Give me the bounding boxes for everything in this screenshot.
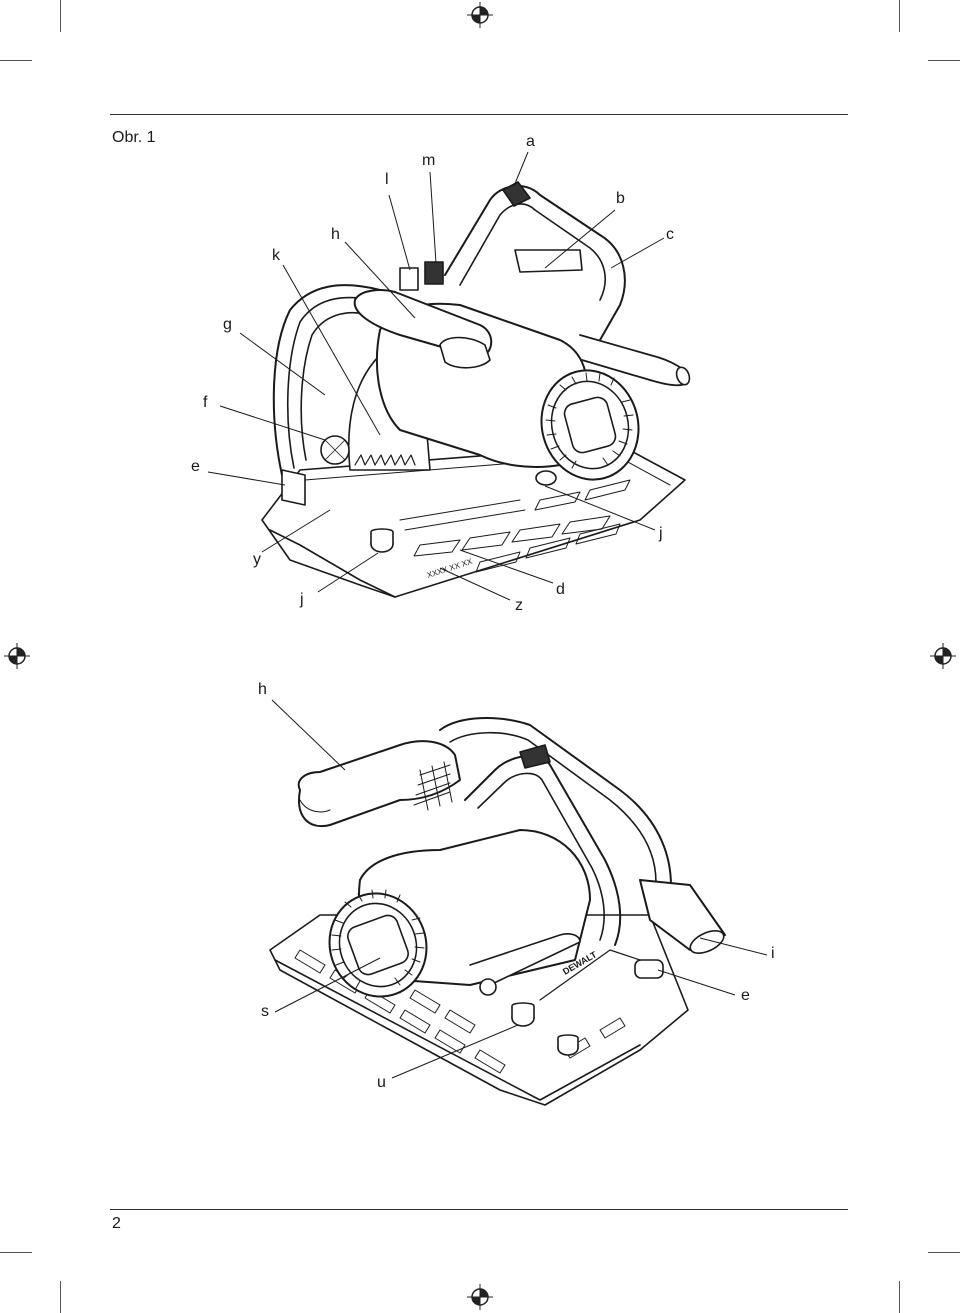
page-number: 2 bbox=[112, 1215, 121, 1232]
callout-h-bottom: h bbox=[258, 681, 267, 698]
crop-mark-bottom-right-v bbox=[899, 1281, 900, 1313]
callout-i: i bbox=[771, 945, 775, 962]
callout-k: k bbox=[272, 247, 280, 264]
callout-s: s bbox=[261, 1003, 269, 1020]
callout-f: f bbox=[203, 394, 208, 411]
callout-d: d bbox=[556, 581, 565, 598]
footer-rule bbox=[110, 1209, 848, 1210]
callout-b: b bbox=[616, 190, 625, 207]
callout-j-right: j bbox=[659, 525, 663, 542]
callout-u: u bbox=[377, 1074, 386, 1091]
figure-title: Obr. 1 bbox=[112, 129, 156, 146]
callout-l: l bbox=[385, 171, 389, 188]
crop-mark-top-left-v bbox=[60, 0, 61, 32]
crop-mark-bottom-left-h bbox=[0, 1252, 32, 1253]
callout-g: g bbox=[223, 316, 232, 333]
callout-c: c bbox=[666, 226, 674, 243]
callout-y: y bbox=[253, 551, 261, 568]
callout-e-top: e bbox=[191, 458, 200, 475]
callout-m: m bbox=[422, 152, 436, 169]
callout-a: a bbox=[526, 133, 535, 150]
callout-h: h bbox=[331, 226, 340, 243]
callout-j-left: j bbox=[300, 591, 304, 608]
registration-mark-top bbox=[467, 2, 493, 28]
callout-e-bottom: e bbox=[741, 987, 750, 1004]
crop-mark-bottom-right-h bbox=[928, 1252, 960, 1253]
crop-mark-top-left-h bbox=[0, 60, 32, 61]
crop-mark-bottom-left-v bbox=[60, 1281, 61, 1313]
crop-mark-top-right-h bbox=[928, 60, 960, 61]
registration-mark-left bbox=[4, 643, 30, 669]
callout-z: z bbox=[515, 597, 523, 614]
crop-mark-top-right-v bbox=[899, 0, 900, 32]
registration-mark-right bbox=[930, 643, 956, 669]
header-rule bbox=[110, 114, 848, 115]
registration-mark-bottom bbox=[467, 1284, 493, 1310]
